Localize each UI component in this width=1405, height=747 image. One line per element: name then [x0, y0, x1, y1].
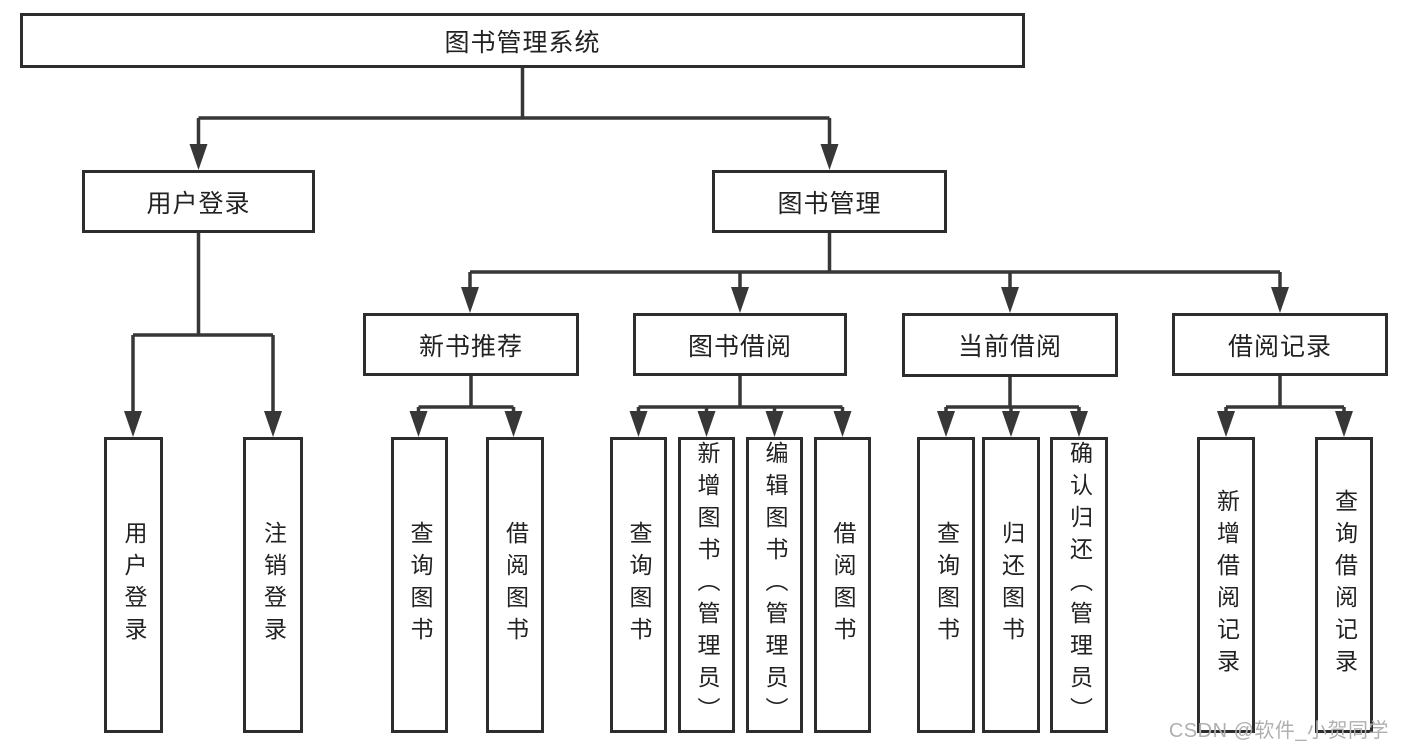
leaf-borrowing-query-books-label: 查询图书	[626, 521, 652, 649]
leaf-recommend-query-books-label: 查询图书	[407, 521, 433, 649]
leaf-logout: 注销登录	[243, 437, 303, 733]
leaf-records-add-borrow-record-label: 新增借阅记录	[1213, 489, 1240, 681]
leaf-borrowing-edit-books-admin: 编辑图书（管理员）	[746, 437, 803, 733]
node-book-management: 图书管理	[712, 170, 947, 233]
leaf-borrowing-add-books-admin-label: 新增图书（管理员）	[694, 441, 720, 729]
leaf-recommend-borrow-books-label: 借阅图书	[502, 521, 529, 649]
leaf-user-login: 用户登录	[104, 437, 163, 733]
leaf-current-query-books: 查询图书	[917, 437, 975, 733]
node-new-book-recommendation: 新书推荐	[363, 313, 579, 376]
leaf-borrowing-query-books: 查询图书	[610, 437, 667, 733]
leaf-borrowing-borrow-books: 借阅图书	[814, 437, 871, 733]
leaf-current-confirm-return-admin: 确认归还（管理员）	[1050, 437, 1108, 733]
connector-segments	[133, 65, 1344, 409]
leaf-records-add-borrow-record: 新增借阅记录	[1197, 437, 1255, 733]
leaf-current-confirm-return-admin-label: 确认归还（管理员）	[1066, 441, 1093, 729]
csdn-watermark: CSDN @软件_小贺同学	[1168, 720, 1389, 742]
leaf-records-query-borrow-record-label: 查询借阅记录	[1331, 489, 1358, 681]
node-borrowing-records: 借阅记录	[1172, 313, 1388, 376]
leaf-logout-label: 注销登录	[260, 521, 287, 649]
node-book-borrowing: 图书借阅	[633, 313, 847, 376]
leaf-recommend-query-books: 查询图书	[391, 437, 448, 733]
node-root: 图书管理系统	[20, 13, 1025, 68]
node-current-borrowing: 当前借阅	[902, 313, 1118, 377]
leaf-recommend-borrow-books: 借阅图书	[486, 437, 544, 733]
leaf-borrowing-borrow-books-label: 借阅图书	[830, 521, 856, 649]
leaf-borrowing-edit-books-admin-label: 编辑图书（管理员）	[762, 441, 788, 729]
leaf-records-query-borrow-record: 查询借阅记录	[1315, 437, 1373, 733]
leaf-borrowing-add-books-admin: 新增图书（管理员）	[678, 437, 735, 733]
leaf-current-return-books-label: 归还图书	[998, 521, 1025, 649]
leaf-user-login-label: 用户登录	[121, 521, 147, 649]
arrowheads	[124, 118, 1353, 437]
leaf-current-return-books: 归还图书	[982, 437, 1040, 733]
node-user-login: 用户登录	[82, 170, 315, 233]
leaf-current-query-books-label: 查询图书	[933, 521, 960, 649]
